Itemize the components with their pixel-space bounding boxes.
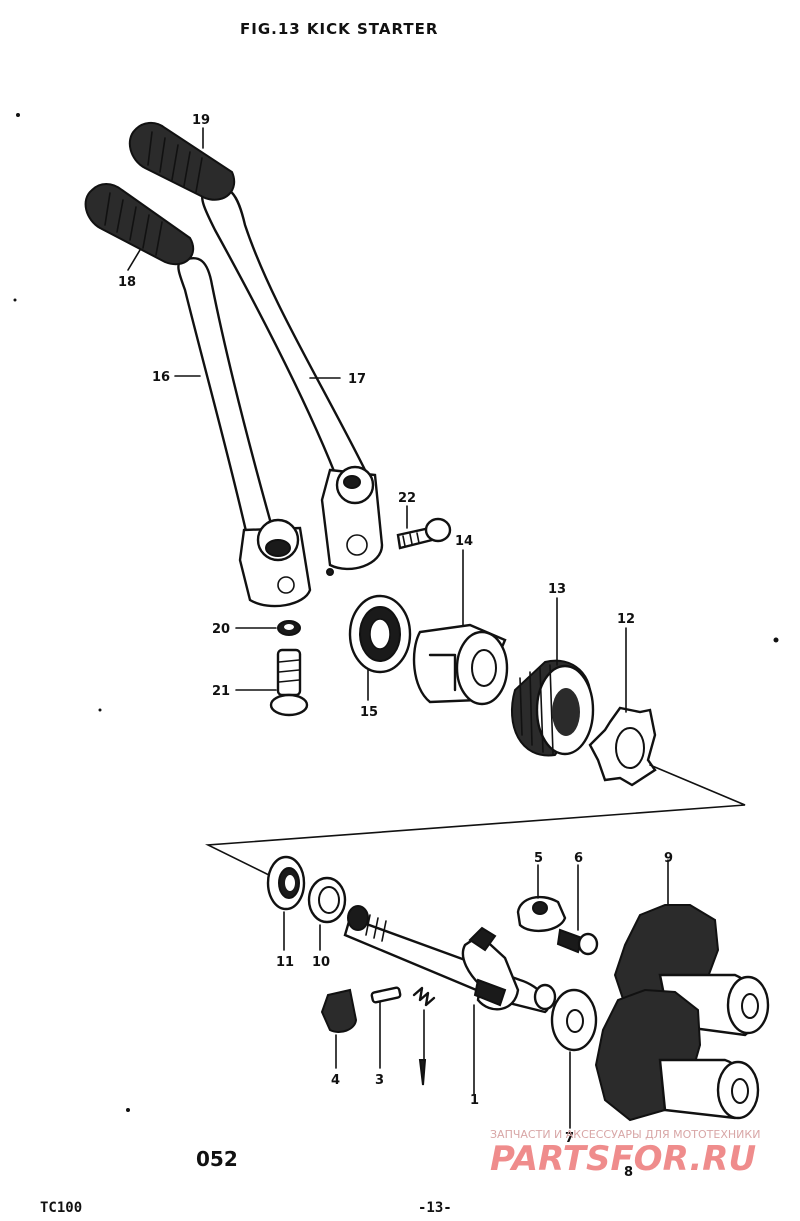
washer-20 bbox=[277, 620, 301, 636]
oil-seal-15 bbox=[348, 594, 412, 674]
part-label-13: 13 bbox=[548, 582, 566, 597]
model-name: TC100 bbox=[40, 1200, 82, 1216]
part-label-22: 22 bbox=[398, 491, 416, 506]
assembly-reference-lines bbox=[205, 764, 746, 879]
watermark-tagline: ЗАПЧАСТИ И АКСЕССУАРЫ ДЛЯ МОТОТЕХНИКИ bbox=[490, 1128, 760, 1141]
kick-lever-16 bbox=[177, 256, 312, 608]
part-label-8: 8 bbox=[624, 1165, 633, 1180]
part-label-19: 19 bbox=[192, 113, 210, 128]
part-label-17: 17 bbox=[348, 372, 366, 387]
spring-guide-14 bbox=[412, 623, 509, 706]
washer-11 bbox=[266, 855, 306, 911]
spring-guide-12 bbox=[588, 706, 657, 787]
watermark-brand: PARTSFOR.RU bbox=[490, 1139, 756, 1179]
kick-spring-13 bbox=[510, 659, 595, 757]
bolt-21 bbox=[269, 648, 309, 717]
part-label-15: 15 bbox=[360, 705, 378, 720]
kick-grip-19 bbox=[128, 122, 235, 201]
washer-10 bbox=[307, 876, 347, 924]
part-label-11: 11 bbox=[276, 955, 294, 970]
part-label-3: 3 bbox=[375, 1073, 384, 1088]
part-label-7: 7 bbox=[565, 1131, 574, 1146]
kick-gear-8 bbox=[594, 988, 760, 1122]
part-labels: 19 18 16 17 22 14 13 12 20 21 15 5 6 9 1… bbox=[118, 113, 673, 1180]
pin-3 bbox=[370, 986, 402, 1004]
spring-2 bbox=[412, 986, 436, 1086]
kick-grip-18 bbox=[84, 183, 195, 266]
kick-shaft-1 bbox=[343, 905, 557, 1014]
part-label-4: 4 bbox=[331, 1073, 340, 1088]
part-label-20: 20 bbox=[212, 622, 230, 637]
figure-code: 052 bbox=[196, 1147, 238, 1171]
part-label-10: 10 bbox=[312, 955, 330, 970]
part-label-9: 9 bbox=[664, 851, 673, 866]
scan-specks bbox=[13, 113, 779, 1112]
watermark: ЗАПЧАСТИ И АКСЕССУАРЫ ДЛЯ МОТОТЕХНИКИ PA… bbox=[490, 1128, 760, 1179]
bolt-22 bbox=[396, 517, 452, 550]
washer-7 bbox=[550, 988, 598, 1052]
part-label-1: 1 bbox=[470, 1093, 479, 1108]
kick-lever-17 bbox=[201, 185, 384, 576]
part-label-14: 14 bbox=[455, 534, 473, 549]
part-label-12: 12 bbox=[617, 612, 635, 627]
stopper-plate-4 bbox=[320, 988, 358, 1033]
screw-6 bbox=[556, 928, 599, 956]
part-label-6: 6 bbox=[574, 851, 583, 866]
part-label-18: 18 bbox=[118, 275, 136, 290]
part-label-16: 16 bbox=[152, 370, 170, 385]
page-number: -13- bbox=[418, 1200, 452, 1216]
figure-title: FIG.13 KICK STARTER bbox=[240, 20, 438, 38]
stopper-5 bbox=[516, 895, 567, 933]
leader-lines bbox=[127, 127, 669, 1129]
part-label-5: 5 bbox=[534, 851, 543, 866]
part-label-21: 21 bbox=[212, 684, 230, 699]
